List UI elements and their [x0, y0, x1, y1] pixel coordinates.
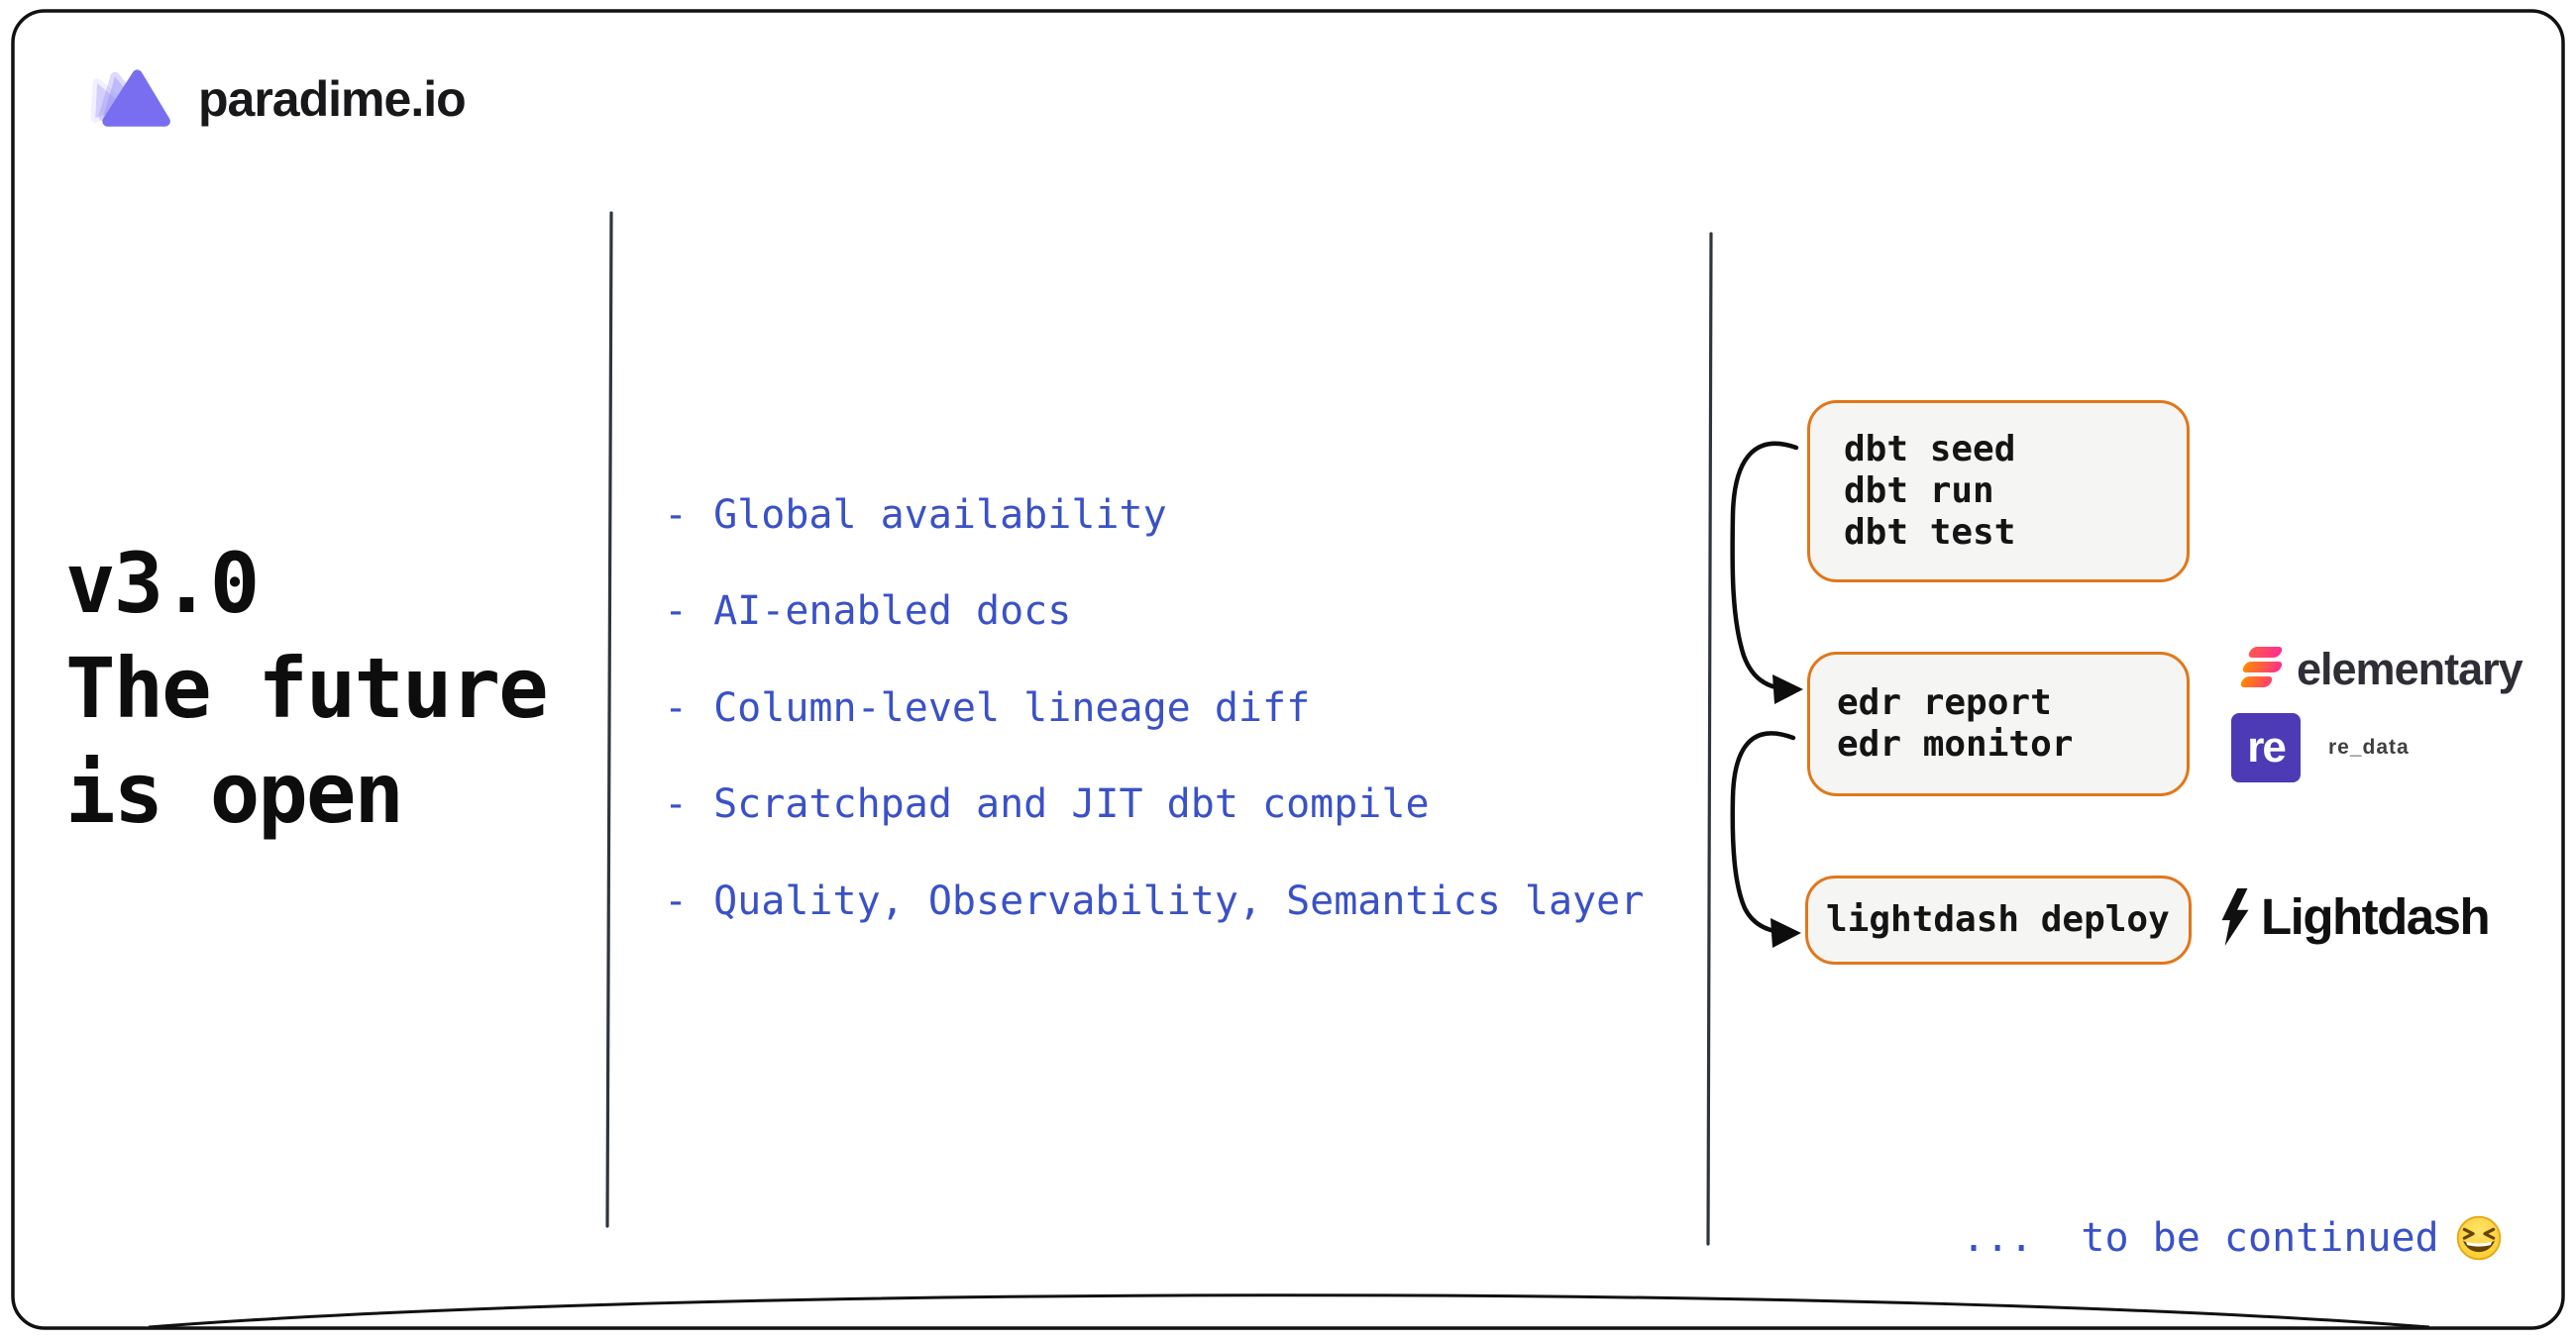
feature-text: Scratchpad and JIT dbt compile	[713, 781, 1430, 827]
command-box-lightdash: lightdash deploy	[1805, 876, 2192, 965]
re-data-label: re_data	[2328, 736, 2410, 759]
feature-item: - AI-enabled docs	[664, 587, 1071, 635]
footer-note: ... to be continued	[1962, 1214, 2503, 1262]
elementary-wordmark: elementary	[2297, 644, 2523, 694]
bullet-dash: -	[664, 781, 689, 827]
re-data-mark: re	[2231, 713, 2301, 782]
title-line-2: The future	[65, 640, 549, 737]
title-line-1: v3.0	[65, 535, 260, 632]
page-title: v3.0 The future is open	[65, 531, 549, 846]
command-line: edr monitor	[1837, 724, 2074, 765]
bullet-dash: -	[664, 685, 689, 731]
feature-item: - Column-level lineage diff	[664, 684, 1310, 732]
feature-text: Quality, Observability, Semantics layer	[713, 878, 1645, 924]
feature-text: Global availability	[713, 492, 1167, 538]
command-line: edr report	[1837, 682, 2052, 723]
bullet-dash: -	[664, 492, 689, 538]
divider-left	[605, 211, 613, 1228]
partner-redata-logo: re re_data	[2231, 713, 2410, 782]
feature-text: AI-enabled docs	[713, 588, 1072, 634]
title-line-3: is open	[65, 745, 404, 842]
brand-logo: paradime.io	[83, 59, 467, 139]
grinning-squinting-emoji-icon	[2456, 1215, 2501, 1261]
bullet-dash: -	[664, 588, 689, 634]
slide-border-sketch-line	[148, 1293, 2430, 1329]
feature-item: - Global availability	[664, 491, 1167, 539]
command-line: lightdash deploy	[1826, 899, 2170, 940]
elementary-icon	[2240, 647, 2283, 687]
command-box-dbt: dbt seed dbt run dbt test	[1807, 400, 2190, 582]
divider-right	[1706, 232, 1713, 1246]
feature-item: - Scratchpad and JIT dbt compile	[664, 780, 1430, 828]
re-data-mark-text: re	[2247, 723, 2287, 772]
arrow-edr-to-lightdash-icon	[1730, 731, 1796, 935]
command-box-edr: edr report edr monitor	[1807, 652, 2190, 796]
feature-text: Column-level lineage diff	[713, 685, 1311, 731]
feature-item: - Quality, Observability, Semantics laye…	[664, 877, 1644, 925]
arrow-dbt-to-edr-head-icon	[1772, 674, 1803, 704]
lightning-bolt-icon	[2221, 887, 2249, 946]
paradime-mountain-icon	[90, 69, 170, 127]
command-line: dbt run	[1844, 470, 1994, 511]
partner-elementary-logo: elementary	[2231, 644, 2523, 695]
partner-lightdash-logo: Lightdash	[2219, 887, 2491, 946]
command-line: dbt test	[1844, 512, 2016, 553]
bullet-dash: -	[664, 878, 689, 924]
arrow-edr-to-lightdash-head-icon	[1771, 918, 1801, 948]
footer-text: ... to be continued	[1962, 1215, 2439, 1261]
lightdash-wordmark: Lightdash	[2261, 888, 2491, 945]
brand-name: paradime.io	[198, 71, 467, 127]
command-line: dbt seed	[1844, 429, 2016, 469]
arrow-dbt-to-edr-icon	[1730, 441, 1799, 691]
